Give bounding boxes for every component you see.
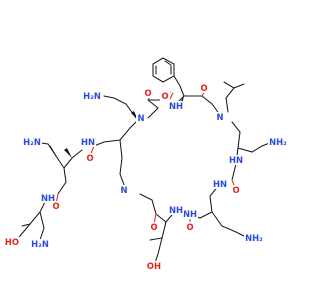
carbonyl-bonds xyxy=(55,88,237,225)
atom-amine: NH₂ xyxy=(269,137,287,147)
atom-nitrogen: HN xyxy=(81,137,95,147)
atom-oxygen: O xyxy=(186,222,193,232)
atom-nitrogen: N xyxy=(120,185,127,195)
atom-amine: H₂N xyxy=(83,91,101,101)
atom-labels: O O O NH N N H₂N HN NH₂ O HN NH O NH NH₂… xyxy=(4,83,288,271)
atom-amine: NH₂ xyxy=(245,233,263,243)
atom-hydroxyl: HO xyxy=(5,237,19,247)
atom-nitrogen: HN xyxy=(229,155,243,165)
atom-nitrogen: NH xyxy=(169,101,183,111)
atom-amine: H₂N xyxy=(23,137,41,147)
atom-nitrogen: N xyxy=(137,113,144,123)
atom-oxygen: O xyxy=(86,153,93,163)
atom-nitrogen: NH xyxy=(169,205,183,215)
atom-nitrogen: NH xyxy=(183,209,197,219)
atom-oxygen: O xyxy=(144,88,151,98)
atom-oxygen: O xyxy=(232,185,239,195)
atom-hydroxyl: OH xyxy=(147,261,161,271)
atom-oxygen: O xyxy=(161,91,168,101)
atom-oxygen: O xyxy=(150,222,157,232)
stereo-wedges xyxy=(64,96,184,158)
atom-nitrogen: NH xyxy=(41,193,55,203)
atom-nitrogen: HN xyxy=(213,179,227,189)
atom-nitrogen: N xyxy=(216,112,223,122)
atom-oxygen: O xyxy=(52,201,59,211)
molecule-structure: O O O NH N N H₂N HN NH₂ O HN NH O NH NH₂… xyxy=(4,57,288,271)
atom-amine: H₂N xyxy=(31,239,49,249)
atom-oxygen: O xyxy=(200,83,207,93)
